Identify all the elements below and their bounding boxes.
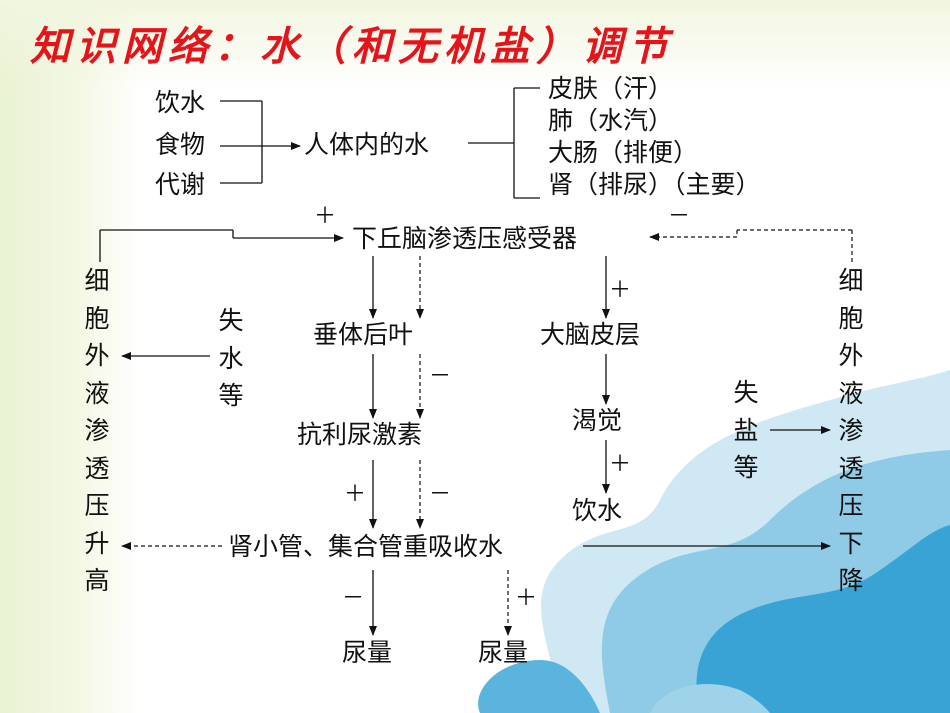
tubule-node: 肾小管、集合管重吸收水 [228,532,504,561]
output-intestine: 大肠（排便） [548,138,699,167]
sign-plus: ＋ [314,204,337,229]
sign-minus: － [668,204,691,229]
right-column-osmotic-fall: 细胞外液渗透压下降 [838,266,864,595]
source-drink: 饮水 [155,88,206,117]
output-lung: 肺（水汽） [548,106,674,135]
drink-node: 饮水 [572,496,623,525]
background-left-tint [0,0,140,713]
sign-plus: ＋ [609,278,632,303]
left-column-osmotic-rise: 细胞外液渗透压升高 [84,266,110,595]
cortex-node: 大脑皮层 [540,320,641,349]
sign-minus: － [342,586,365,611]
sign-plus: ＋ [609,452,632,477]
urine-right-node: 尿量 [478,638,529,667]
sign-minus: － [429,364,452,389]
thirst-node: 渴觉 [572,406,623,435]
sign-plus: ＋ [344,482,367,507]
urine-left-node: 尿量 [342,638,393,667]
salt-loss-label: 失盐等 [733,378,759,482]
source-metabolism: 代谢 [155,170,206,199]
pituitary-node: 垂体后叶 [313,320,414,349]
sign-plus: ＋ [515,586,538,611]
source-food: 食物 [155,130,206,159]
center-node: 人体内的水 [304,130,430,159]
output-skin: 皮肤（汗） [548,74,674,103]
sign-minus: － [429,482,452,507]
receptor-node: 下丘脑渗透压感受器 [352,224,578,253]
background-top-tint [0,0,950,90]
output-kidney: 肾（排尿）（主要） [548,170,761,199]
water-loss-label: 失水等 [218,306,244,410]
hormone-node: 抗利尿激素 [297,420,423,449]
page-title: 知识网络：水（和无机盐）调节 [30,24,674,70]
